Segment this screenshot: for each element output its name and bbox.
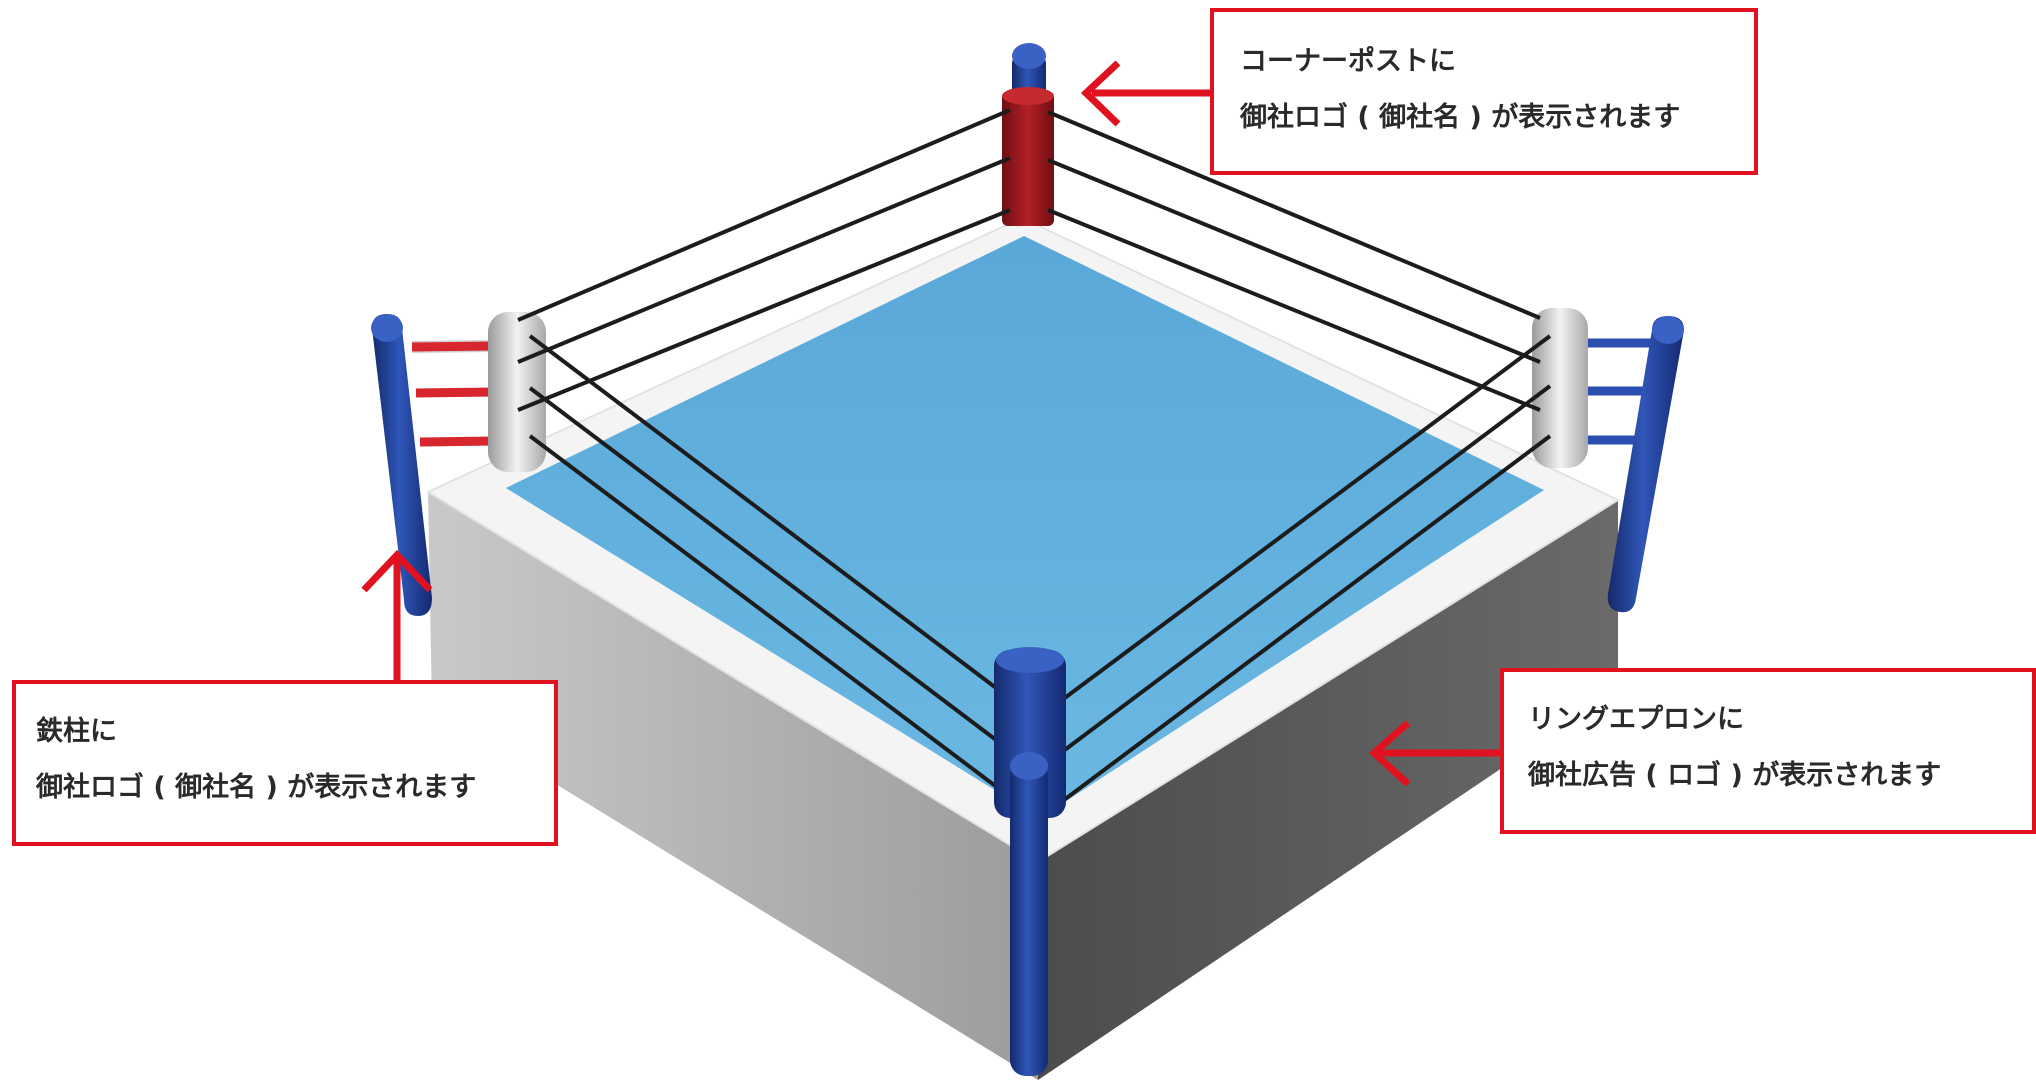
callout-corner-post-line1: コーナーポストに (1240, 46, 1456, 77)
turnbuckles-left (411, 340, 497, 447)
callout-steel-post-line1: 鉄柱に (36, 716, 117, 747)
callout-ring-apron-line1: リングエプロンに (1528, 704, 1744, 735)
ropes (517, 108, 1552, 802)
callout-steel-post-line2: 御社ロゴ ( 御社名 ) が表示されます (36, 772, 477, 803)
corner-pad-left (488, 312, 546, 472)
apron-left-side (428, 492, 1038, 1080)
arrow-to-ring-apron (1368, 720, 1500, 787)
corner-pad-back-red (1002, 87, 1054, 226)
steel-post-front (1010, 752, 1048, 1076)
callout-ring-apron-line2: 御社広告 ( ロゴ ) が表示されます (1528, 760, 1942, 791)
steel-post-right (1607, 316, 1684, 613)
ring-mat (506, 236, 1544, 818)
arrow-to-corner-post (1080, 60, 1210, 127)
callout-ring-apron: リングエプロンに 御社広告 ( ロゴ ) が表示されます (1500, 668, 2036, 834)
corner-pad-right (1532, 308, 1588, 468)
steel-post-left (371, 314, 432, 616)
callout-corner-post: コーナーポストに 御社ロゴ ( 御社名 ) が表示されます (1210, 8, 1758, 175)
callout-corner-post-line2: 御社ロゴ ( 御社名 ) が表示されます (1240, 102, 1681, 133)
apron-right-side (1038, 500, 1618, 1080)
callout-steel-post: 鉄柱に 御社ロゴ ( 御社名 ) が表示されます (12, 680, 558, 846)
arrow-to-steel-post (361, 549, 433, 682)
